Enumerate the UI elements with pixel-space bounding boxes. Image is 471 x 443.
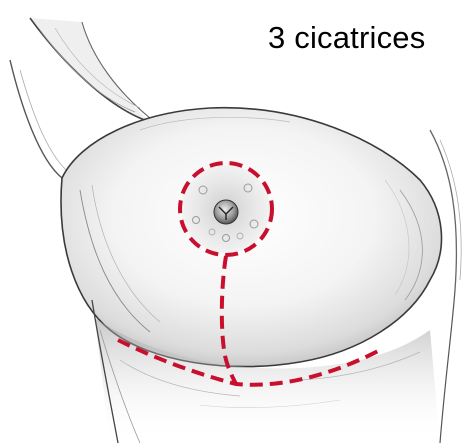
nipple <box>214 200 238 224</box>
caption-scar-count: 3 cicatrices <box>268 22 425 53</box>
